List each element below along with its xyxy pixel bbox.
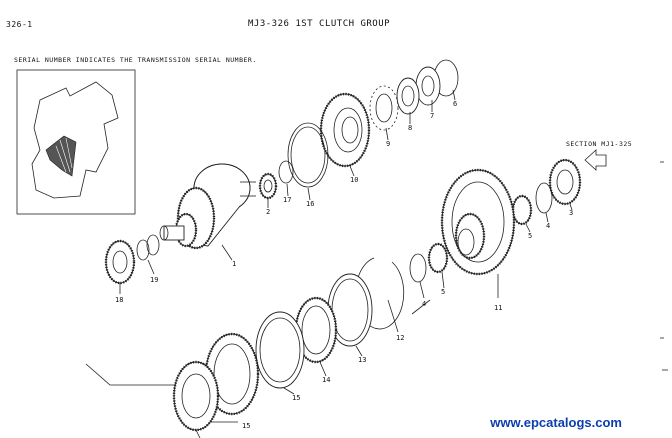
part-8-washer <box>396 77 420 115</box>
label-part-1: 1 <box>232 260 236 268</box>
label-part-3: 3 <box>569 209 573 217</box>
part-15-plate-upper <box>255 311 305 389</box>
watermark-link[interactable]: www.epcatalogs.com <box>490 415 622 430</box>
part-1-clutch-drum <box>159 163 256 250</box>
label-part-18: 18 <box>115 296 123 304</box>
part-16-ring <box>287 122 329 188</box>
part-12-snap-ring <box>355 257 405 330</box>
label-part-11: 11 <box>494 304 502 312</box>
part-4-washer-upper <box>535 182 553 214</box>
label-part-8: 8 <box>408 124 412 132</box>
part-9-needle-bearing <box>369 85 399 131</box>
label-part-5-lower: 5 <box>441 288 445 296</box>
part-4-washer-lower <box>409 253 427 283</box>
label-part-6: 6 <box>453 100 457 108</box>
label-part-15-lower: 15 <box>242 422 250 430</box>
part-7-race <box>415 66 441 106</box>
label-part-14: 14 <box>322 376 330 384</box>
label-part-7: 7 <box>430 112 434 120</box>
section-reference: SECTION MJ1-325 <box>566 140 633 148</box>
part-10-gear <box>319 92 371 168</box>
part-17-washer <box>278 160 294 184</box>
part-5-bearing-lower <box>427 242 449 274</box>
label-part-4-upper: 4 <box>546 222 550 230</box>
leader-lines <box>119 89 573 423</box>
serial-note: SERIAL NUMBER INDICATES THE TRANSMISSION… <box>14 56 257 64</box>
page-title: MJ3-326 1ST CLUTCH GROUP <box>248 19 391 29</box>
section-arrow-icon <box>584 149 607 171</box>
part-18-bearing <box>104 239 136 285</box>
label-part-15-upper: 15 <box>292 394 300 402</box>
page-number: 326-1 <box>6 20 33 29</box>
part-15-plate-lower <box>172 360 220 432</box>
label-part-17: 17 <box>283 196 291 204</box>
locator-inset <box>16 69 136 215</box>
label-part-4-lower: 4 <box>422 300 426 308</box>
part-19-washers <box>136 234 160 261</box>
label-part-9: 9 <box>386 140 390 148</box>
part-2-bearing <box>258 172 278 200</box>
label-part-2: 2 <box>266 208 270 216</box>
label-part-5-upper: 5 <box>528 232 532 240</box>
part-labels: 1 2 3 4 5 6 7 8 9 10 11 12 13 14 15 16 1… <box>115 100 573 430</box>
label-part-13: 13 <box>358 356 366 364</box>
label-part-10: 10 <box>350 176 358 184</box>
part-11-large-gear <box>440 168 516 276</box>
label-part-16: 16 <box>306 200 314 208</box>
label-part-19: 19 <box>150 276 158 284</box>
part-3-bearing <box>548 158 582 206</box>
part-5-bearing-upper <box>511 194 533 226</box>
label-part-12: 12 <box>396 334 404 342</box>
